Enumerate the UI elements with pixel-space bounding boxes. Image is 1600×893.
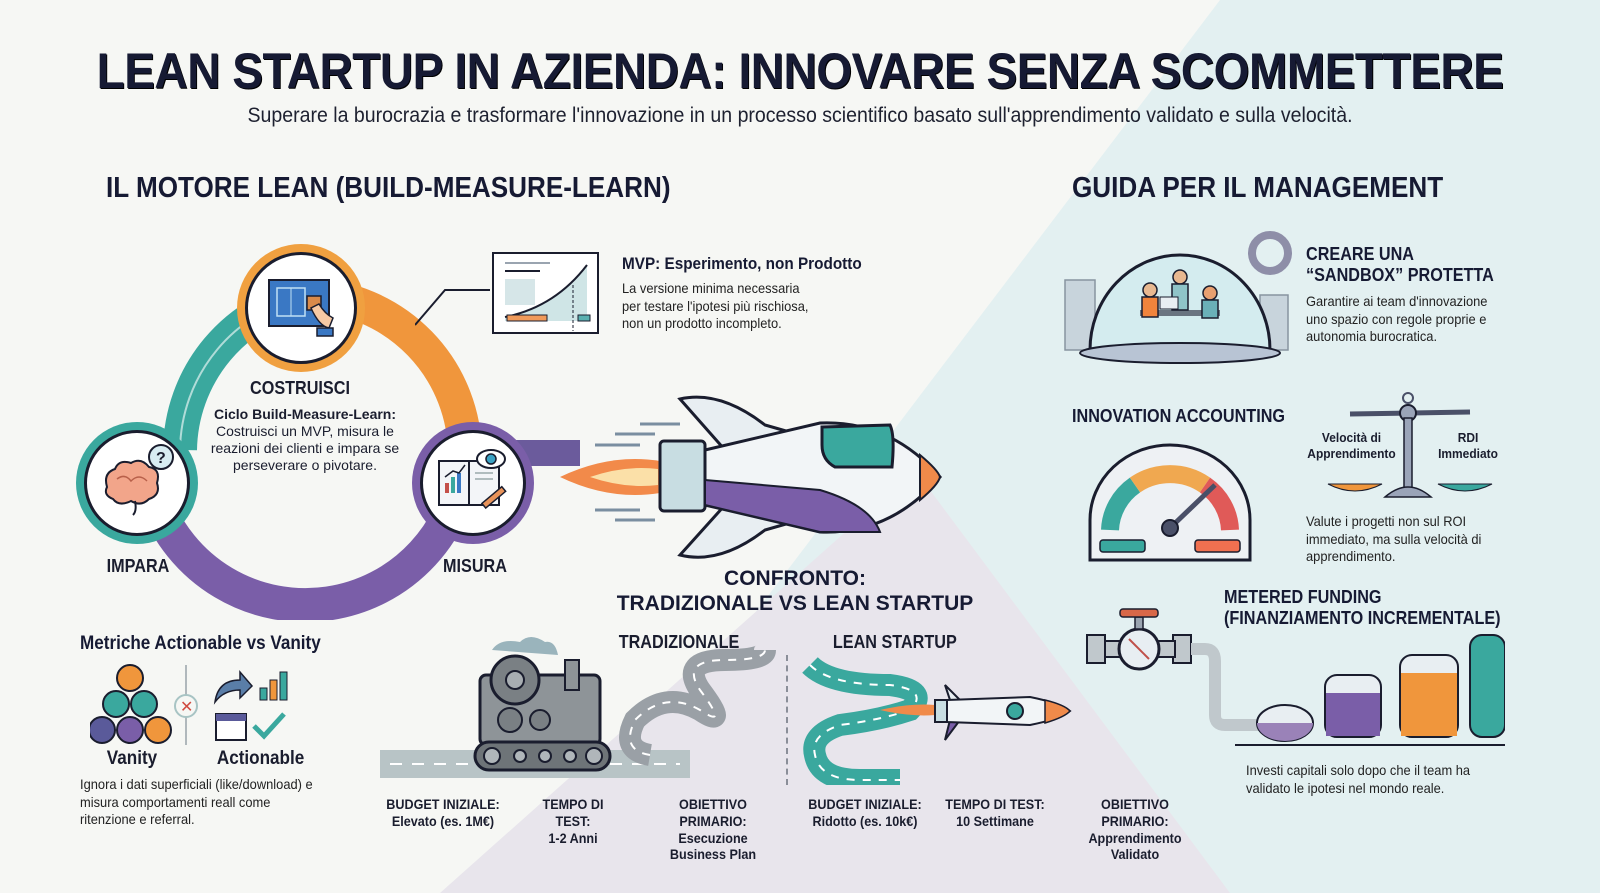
- page-title: LEAN STARTUP IN AZIENDA: INNOVARE SENZA …: [96, 43, 1504, 99]
- traditional-illustration: [380, 637, 776, 778]
- blueprint-hand-icon: [268, 279, 334, 337]
- svg-text:?: ?: [156, 450, 166, 467]
- gear-icon: [1248, 231, 1292, 275]
- lean-budget: BUDGET INIZIALE: Ridotto (es. 10k€): [808, 796, 922, 829]
- cycle-description-title: Ciclo Build-Measure-Learn:: [213, 406, 397, 422]
- accounting-text: Valute i progetti non sul ROI immediato,…: [1306, 513, 1482, 564]
- funding-title-line1: METERED FUNDING: [1224, 587, 1382, 607]
- sandbox-dome-illustration: [1064, 231, 1292, 364]
- actionable-label: Actionable: [216, 748, 305, 769]
- vanity-vs-actionable-icons: ✕: [90, 664, 288, 745]
- lean-objective: OBIETTIVO PRIMARIO: Apprendimento Valida…: [1088, 796, 1182, 863]
- metrics-text: Ignora i dati superficiali (like/downloa…: [80, 776, 313, 827]
- brain-question-icon: ?: [104, 444, 174, 516]
- lean-startup-illustration: [802, 656, 1072, 785]
- measure-step-node: [420, 430, 526, 536]
- mvp-text: La versione minima necessaria per testar…: [622, 280, 809, 331]
- sandbox-title-line1: CREARE UNA: [1306, 244, 1415, 264]
- learn-step-node: ?: [84, 430, 190, 536]
- actionable-metrics-icon: [213, 669, 288, 741]
- comparison-heading: CONFRONTO: TRADIZIONALE VS LEAN STARTUP: [585, 566, 1005, 616]
- lean-startup-stats: BUDGET INIZIALE: Ridotto (es. 10k€) TEMP…: [800, 796, 1210, 863]
- funding-title-line2: (FINANZIAMENTO INCREMENTALE): [1224, 607, 1501, 628]
- mvp-title: MVP: Esperimento, non Prodotto: [622, 254, 862, 273]
- metered-funding-illustration: [1086, 608, 1505, 746]
- gauge-icon: [1088, 443, 1252, 562]
- lean-engine-heading: IL MOTORE LEAN (BUILD-MEASURE-LEARN): [106, 172, 671, 204]
- comparison-heading-line2: TRADIZIONALE VS LEAN STARTUP: [616, 592, 974, 616]
- cycle-description: Ciclo Build-Measure-Learn: Costruisci un…: [200, 406, 410, 474]
- management-heading: GUIDA PER IL MANAGEMENT: [1072, 172, 1444, 204]
- scale-left-label: Velocità di Apprendimento: [1307, 430, 1396, 461]
- scale-right-label: RDI Immediato: [1438, 430, 1498, 461]
- svg-text:✕: ✕: [180, 699, 193, 716]
- build-step-label: COSTRUISCI: [250, 378, 350, 398]
- traditional-objective: OBIETTIVO PRIMARIO: Esecuzione Business …: [669, 796, 757, 863]
- comparison-divider: [786, 655, 788, 785]
- mvp-chart-icon: [415, 252, 599, 334]
- notebook-eye-icon: [438, 449, 507, 510]
- accounting-title: INNOVATION ACCOUNTING: [1072, 406, 1285, 426]
- page-subtitle: Superare la burocrazia e trasformare l'i…: [247, 104, 1353, 127]
- traditional-test-time: TEMPO DI TEST: 1-2 Anni: [542, 796, 604, 846]
- traditional-label: TRADIZIONALE: [618, 632, 740, 652]
- x-icon: [174, 694, 198, 718]
- funding-title: METERED FUNDING (FINANZIAMENTO INCREMENT…: [1224, 587, 1501, 628]
- vanity-metrics-icon: [90, 664, 172, 744]
- metrics-heading: Metriche Actionable vs Vanity: [80, 633, 321, 654]
- rocket-illustration: [560, 395, 942, 559]
- lean-startup-label: LEAN STARTUP: [832, 632, 957, 652]
- sandbox-title: CREARE UNA “SANDBOX” PROTETTA: [1306, 244, 1494, 285]
- sandbox-text: Garantire ai team d'innovazione uno spaz…: [1306, 293, 1488, 344]
- balance-scale-icon: [1327, 392, 1493, 498]
- build-step-node: [245, 252, 357, 364]
- measure-step-label: MISURA: [443, 556, 507, 576]
- sandbox-title-line2: “SANDBOX” PROTETTA: [1306, 264, 1494, 285]
- learn-step-label: IMPARA: [106, 556, 170, 576]
- funding-text: Investi capitali solo dopo che il team h…: [1246, 762, 1471, 796]
- comparison-heading-line1: CONFRONTO:: [724, 567, 866, 590]
- lean-test-time: TEMPO DI TEST: 10 Settimane: [945, 796, 1045, 829]
- cycle-description-text: Costruisci un MVP, misura le reazioni de…: [210, 423, 400, 474]
- traditional-budget: BUDGET INIZIALE: Elevato (es. 1M€): [386, 796, 500, 829]
- traditional-stats: BUDGET INIZIALE: Elevato (es. 1M€) TEMPO…: [378, 796, 788, 863]
- vanity-label: Vanity: [106, 748, 158, 769]
